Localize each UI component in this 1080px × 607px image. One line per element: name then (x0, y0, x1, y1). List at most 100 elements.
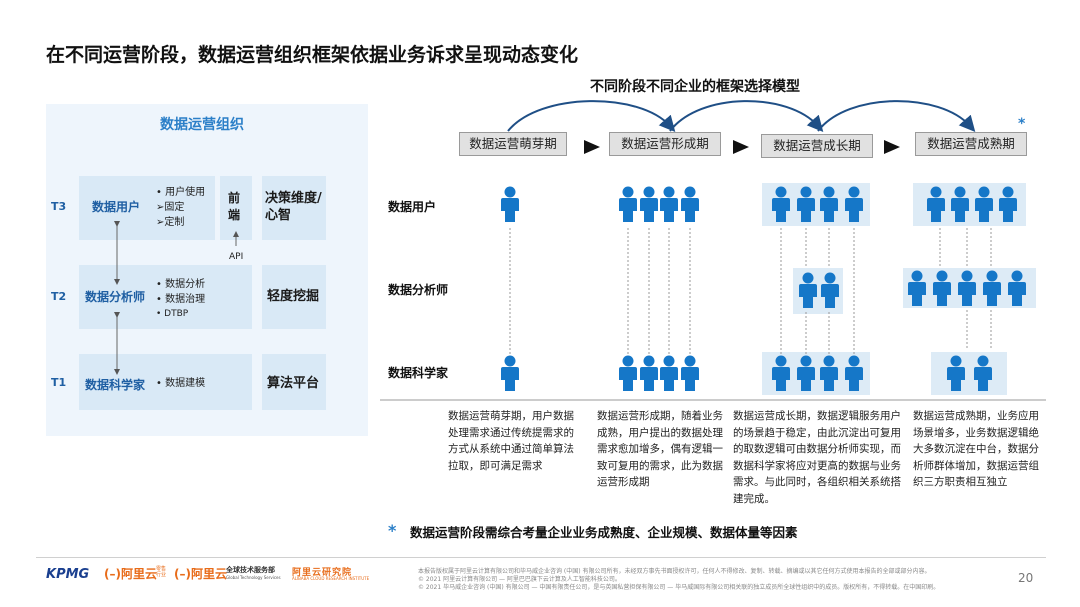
light-mining-box (262, 265, 326, 329)
aliyun-logo-1: (–)阿里云 (104, 565, 157, 582)
note-star: * (388, 521, 397, 540)
note-text: 数据运营阶段需综合考量企业业务成熟度、企业规模、数据体量等因素 (410, 525, 798, 540)
stage-formation: 数据运营形成期 (609, 132, 721, 156)
kpmg-logo: KPMG (46, 567, 90, 582)
curve-arrow-2 (669, 100, 824, 132)
curve-arrow-3 (817, 100, 976, 132)
person-icon (501, 355, 519, 391)
footer-line-2: © 2021 阿里云计算有限公司 — 阿里巴巴旗下云计算及人工智能科技公司。 (418, 576, 621, 583)
person-icon (797, 355, 815, 391)
person-icon (845, 186, 863, 222)
person-icon (845, 355, 863, 391)
person-icon (660, 355, 678, 391)
curve-arrow-1 (507, 100, 676, 132)
t3-box (79, 176, 215, 240)
row-label-data-analyst: 数据分析师 (388, 283, 449, 297)
decision-box (262, 176, 326, 240)
org-panel-title: 数据运营组织 (160, 117, 244, 133)
retail-tag: 零售行业 (156, 566, 167, 578)
aliyun-logo-text: 阿里云 (190, 567, 227, 581)
level-t3: T3 (51, 200, 67, 213)
gts-logo-en: Global Technology Services (226, 575, 281, 580)
stage-growth: 数据运营成长期 (761, 134, 873, 158)
person-icon (974, 355, 992, 391)
stage-arrow-3 (884, 140, 900, 154)
person-icon (958, 270, 976, 306)
gts-logo: 全球技术服务部 (226, 566, 275, 574)
stage-sprout: 数据运营萌芽期 (459, 132, 567, 156)
person-icon (983, 270, 1001, 306)
t2-bullet-3: • DTBP (156, 309, 189, 319)
t2-bullet-1: • 数据分析 (156, 279, 206, 290)
person-icon (501, 186, 519, 222)
dotted-links (509, 228, 992, 355)
person-icon (821, 272, 839, 308)
stage-star: * (1018, 116, 1026, 132)
level-t1: T1 (51, 376, 67, 389)
row-label-data-user: 数据用户 (388, 200, 437, 214)
research-institute-logo: 阿里云研究院 (292, 568, 353, 578)
algo-platform-box (262, 354, 326, 410)
desc-sprout: 数据运营萌芽期，用户数据处理需求通过传统提需求的方式从系统中通过简单算法拉取，即… (448, 410, 574, 472)
person-icon (619, 186, 637, 222)
research-institute-logo-en: ALIBABA CLOUD RESEARCH INSTITUTE (292, 576, 370, 581)
person-icon (640, 186, 658, 222)
person-icon (772, 186, 790, 222)
person-icon (947, 355, 965, 391)
aliyun-logo-2: (–)阿里云 (174, 565, 227, 582)
t3-bullet-1: • 用户使用 (156, 187, 206, 198)
aliyun-logo-text: 阿里云 (120, 567, 157, 581)
footer-line-1: 本报告版权属于阿里云计算有限公司和毕马威企业咨询 (中国) 有限公司所有，未经双… (418, 568, 931, 575)
role-data-scientist: 数据科学家 (85, 378, 146, 392)
person-icon (820, 186, 838, 222)
person-icon (799, 272, 817, 308)
frontend-box (220, 176, 252, 240)
person-icon (927, 186, 945, 222)
desc-formation: 数据运营形成期，随着业务成熟，用户提出的数据处理需求愈加增多，偶有逻辑一致可复用… (597, 410, 723, 488)
person-icon (933, 270, 951, 306)
person-icon (797, 186, 815, 222)
person-icon (908, 270, 926, 306)
person-icon (681, 186, 699, 222)
person-icon (660, 186, 678, 222)
page-title: 在不同运营阶段，数据运营组织框架依据业务诉求呈现动态变化 (46, 44, 579, 66)
highlight-maturity-scientist (931, 352, 1007, 395)
level-t2: T2 (51, 290, 67, 303)
footer-line-3: © 2021 毕马威企业咨询 (中国) 有限公司 — 中国有限责任公司，是与英国… (418, 584, 940, 591)
person-icon (1008, 270, 1026, 306)
person-icon (975, 186, 993, 222)
stage-arrow-1 (584, 140, 600, 154)
aliyun-icon: (–) (174, 567, 191, 581)
t2-bullet-2: • 数据治理 (156, 294, 206, 305)
frontend-label: 前端 (228, 191, 241, 222)
page-number: 20 (1018, 571, 1034, 585)
algo-platform-label: 算法平台 (267, 376, 320, 391)
stage-maturity: 数据运营成熟期 (915, 132, 1027, 156)
t2-box (79, 265, 252, 329)
t3-bullet-3: ➢定制 (156, 217, 185, 228)
row-label-data-scientist: 数据科学家 (388, 366, 449, 380)
person-icon (772, 355, 790, 391)
decision-label: 决策维度/心智 (265, 191, 322, 223)
api-label: API (229, 252, 244, 262)
aliyun-icon: (–) (104, 567, 121, 581)
footer-divider (36, 557, 1046, 558)
person-icon (820, 355, 838, 391)
t1-bullet-1: • 数据建模 (156, 378, 206, 389)
stage-arrow-2 (733, 140, 749, 154)
diagram-subtitle: 不同阶段不同企业的框架选择模型 (590, 79, 800, 95)
t3-bullet-2: ➢固定 (156, 202, 185, 213)
person-icon (951, 186, 969, 222)
person-icon (640, 355, 658, 391)
role-data-analyst: 数据分析师 (85, 290, 146, 304)
t1-box (79, 354, 252, 410)
desc-maturity: 数据运营成熟期，业务应用场景增多，业务数据逻辑绝大多数沉淀在中台，数据分析师群体… (913, 410, 1039, 488)
person-icon (999, 186, 1017, 222)
role-data-user: 数据用户 (92, 200, 141, 214)
person-icon (681, 355, 699, 391)
desc-growth: 数据运营成长期，数据逻辑服务用户的场景趋于稳定，由此沉淀出可复用的取数逻辑可由数… (733, 410, 901, 505)
light-mining-label: 轻度挖掘 (267, 289, 320, 304)
